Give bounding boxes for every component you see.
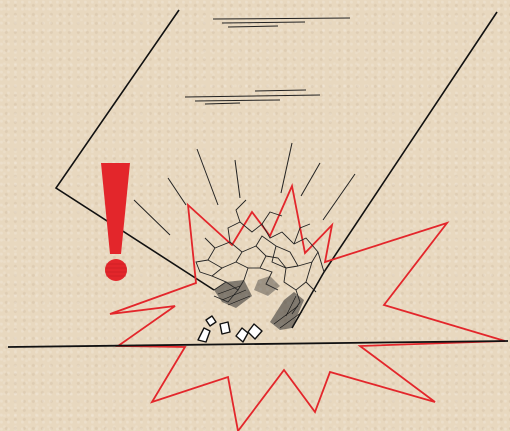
crack-ray [197,149,218,205]
crack-line [272,246,298,268]
crush-patch [254,276,280,296]
impact-burst-icon [110,186,505,431]
crack-line [306,282,316,292]
crack-line [236,200,246,222]
debris-piece [198,328,210,342]
motion-line [195,100,280,101]
crack-ray [168,178,186,205]
debris-fragments [198,316,262,342]
crack-line [222,262,236,268]
crack-ray [235,160,240,198]
crack-ray [281,143,292,193]
debris-piece [206,316,216,326]
crack-line [266,256,286,268]
exclamation-dot [105,259,127,281]
crack-ray [301,163,320,196]
crack-ray [323,174,355,220]
exclamation-warning-icon [101,163,130,281]
crushed-corner-mesh [196,200,324,314]
crack-line [205,238,226,290]
debris-piece [248,324,262,339]
box-right-edge [292,12,497,328]
debris-piece [236,328,248,342]
crack-rays [134,143,355,235]
crack-ray [134,200,170,235]
crack-line [196,260,212,276]
crack-line [215,242,248,280]
motion-line [185,95,320,97]
crush-patch [214,280,252,308]
motion-lines [185,18,350,104]
debris-piece [220,322,230,334]
exclamation-bar [101,163,130,254]
box-left-edge [56,10,214,290]
motion-line [205,103,240,104]
motion-line [255,90,306,91]
motion-line [213,18,350,19]
motion-line [228,26,278,27]
motion-line [222,22,305,23]
crush-patch [270,292,304,330]
